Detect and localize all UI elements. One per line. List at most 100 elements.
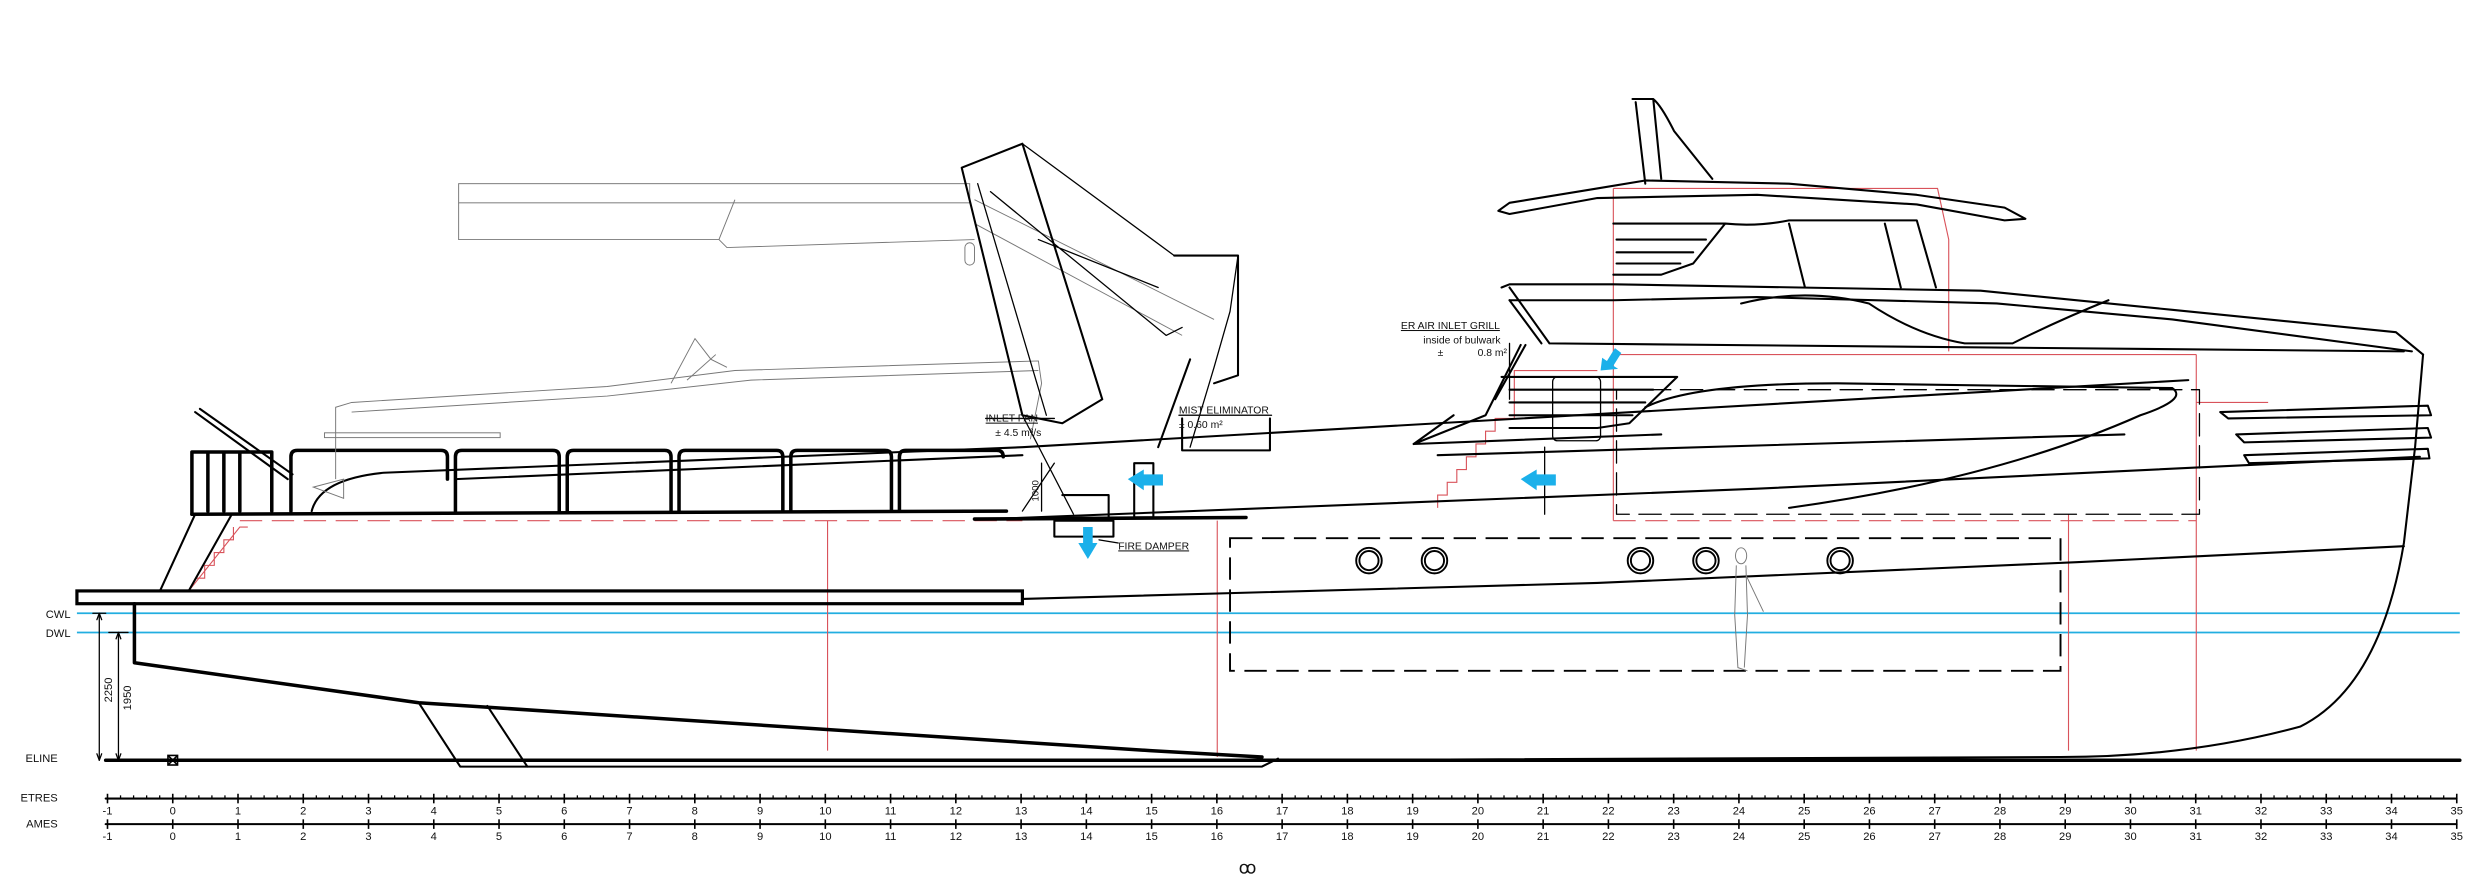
porthole-icon xyxy=(1355,546,1383,575)
metres-tick-label: 26 xyxy=(1863,806,1875,818)
metres-tick-label: 14 xyxy=(1080,806,1092,818)
arrow-left-icon xyxy=(1127,469,1163,491)
arrow-left-icon xyxy=(1520,469,1556,491)
arrow-diagonal-icon xyxy=(1600,348,1622,371)
metres-tick-label: 30 xyxy=(2124,806,2136,818)
metres-tick-label: 32 xyxy=(2255,806,2267,818)
frames-tick-label: 28 xyxy=(1994,831,2006,843)
metres-label: ETRES xyxy=(21,793,58,805)
metres-tick-label: 17 xyxy=(1276,806,1288,818)
metres-tick-label: 31 xyxy=(2190,806,2202,818)
metres-tick-label: 9 xyxy=(757,806,763,818)
midship-symbol: ꝏ xyxy=(1239,858,1257,878)
mist-eliminator-label: MIST ELIMINATOR xyxy=(1179,406,1269,417)
frames-tick-label: 0 xyxy=(170,831,176,843)
frames-tick-label: 19 xyxy=(1406,831,1418,843)
frames-tick-label: 21 xyxy=(1537,831,1549,843)
cwl-label: CWL xyxy=(46,609,71,621)
metres-tick-label: 0 xyxy=(170,806,176,818)
frames-tick-label: 13 xyxy=(1015,831,1027,843)
metres-tick-label: 1 xyxy=(235,806,241,818)
metres-tick-label: 33 xyxy=(2320,806,2332,818)
er-air-inlet-sub: inside of bulwark xyxy=(1423,335,1501,346)
frames-tick-label: 1 xyxy=(235,831,241,843)
frames-tick-label: 10 xyxy=(819,831,831,843)
inlet-fan-value: ± 4.5 m³/s xyxy=(995,428,1041,439)
frames-tick-label: 14 xyxy=(1080,831,1092,843)
frames-tick-label: 18 xyxy=(1341,831,1353,843)
frames-tick-label: 30 xyxy=(2124,831,2136,843)
swim-platform xyxy=(75,589,1025,606)
er-air-inlet-value: 0.8 m² xyxy=(1478,348,1508,359)
frames-tick-label: -1 xyxy=(103,831,113,843)
frames-tick-label: 27 xyxy=(1928,831,1940,843)
frames-tick-label: 31 xyxy=(2190,831,2202,843)
waterlines: CWL DWL ELINE 2250 1950 xyxy=(26,609,2462,766)
superstructure xyxy=(1412,97,2425,515)
frames-tick-label: 34 xyxy=(2385,831,2397,843)
metres-tick-label: 22 xyxy=(1602,806,1614,818)
mist-eliminator-value: ± 0.60 m² xyxy=(1179,420,1223,431)
porthole-icon xyxy=(1826,546,1854,575)
frames-tick-label: 7 xyxy=(626,831,632,843)
railing-panels xyxy=(289,448,1005,513)
inlet-fan-label: INLET FAN xyxy=(986,414,1038,425)
airflow-arrows xyxy=(1078,348,1622,559)
metres-tick-label: 34 xyxy=(2385,806,2397,818)
metres-tick-label: 8 xyxy=(692,806,698,818)
frames-tick-label: 3 xyxy=(365,831,371,843)
porthole-icon xyxy=(1692,546,1720,575)
metres-tick-label: 15 xyxy=(1145,806,1157,818)
fire-damper-label: FIRE DAMPER xyxy=(1118,541,1189,552)
metres-tick-label: 24 xyxy=(1733,806,1745,818)
draft-dimensions xyxy=(92,612,129,761)
metres-tick-label: 6 xyxy=(561,806,567,818)
metres-tick-label: 3 xyxy=(365,806,371,818)
metres-tick-label: 27 xyxy=(1928,806,1940,818)
frames-label: AMES xyxy=(26,818,58,830)
bulkhead-lines xyxy=(188,187,2269,758)
metres-tick-label: 20 xyxy=(1472,806,1484,818)
metres-tick-label: 21 xyxy=(1537,806,1549,818)
portholes xyxy=(1355,546,1854,575)
metres-tick-label: 35 xyxy=(2451,806,2463,818)
frames-tick-label: 22 xyxy=(1602,831,1614,843)
frames-tick-label: 23 xyxy=(1667,831,1679,843)
metres-tick-label: 10 xyxy=(819,806,831,818)
metres-tick-label: 4 xyxy=(431,806,437,818)
frames-tick-label: 4 xyxy=(431,831,437,843)
baseline-label: ELINE xyxy=(26,753,58,765)
aft-deck xyxy=(190,337,2190,521)
arrow-down-icon xyxy=(1078,527,1098,559)
human-scale-figure-icon xyxy=(1734,547,1764,672)
hull-window-band xyxy=(1229,537,2062,672)
frames-tick-label: 5 xyxy=(496,831,502,843)
frames-tick-label: 20 xyxy=(1472,831,1484,843)
metres-tick-label: 7 xyxy=(626,806,632,818)
metres-tick-label: 28 xyxy=(1994,806,2006,818)
frames-tick-label: 15 xyxy=(1145,831,1157,843)
duct-height-dim: 1000 xyxy=(1030,480,1041,501)
frames-tick-label: 25 xyxy=(1798,831,1810,843)
bow-vents xyxy=(2219,404,2433,465)
frames-tick-label: 12 xyxy=(950,831,962,843)
er-air-inlet-pm: ± xyxy=(1438,348,1444,359)
dim-2250: 2250 xyxy=(103,678,115,703)
frames-tick-label: 16 xyxy=(1211,831,1223,843)
frames-tick-label: 26 xyxy=(1863,831,1875,843)
frames-tick-label: 17 xyxy=(1276,831,1288,843)
metres-tick-label: 23 xyxy=(1667,806,1679,818)
metres-tick-label: 19 xyxy=(1406,806,1418,818)
frames-tick-label: 32 xyxy=(2255,831,2267,843)
metres-tick-label: 16 xyxy=(1211,806,1223,818)
frames-tick-label: 9 xyxy=(757,831,763,843)
frames-tick-label: 24 xyxy=(1733,831,1745,843)
porthole-icon xyxy=(1420,546,1449,575)
metres-tick-label: 25 xyxy=(1798,806,1810,818)
metres-tick-label: 12 xyxy=(950,806,962,818)
metres-tick-label: 13 xyxy=(1015,806,1027,818)
frames-tick-label: 35 xyxy=(2451,831,2463,843)
frames-tick-label: 29 xyxy=(2059,831,2071,843)
